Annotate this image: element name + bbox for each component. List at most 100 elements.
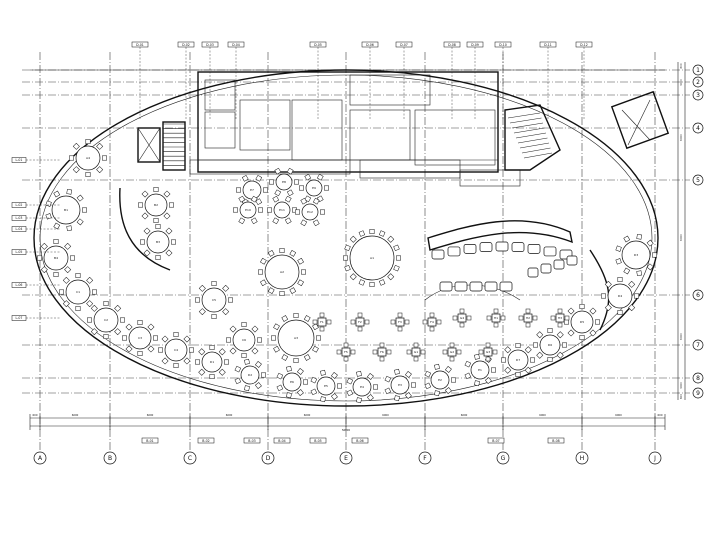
chair (301, 269, 306, 275)
chair (615, 245, 622, 252)
axis-label-col: C (188, 455, 192, 462)
chair (173, 332, 179, 337)
table-top (75, 145, 101, 171)
chair (397, 326, 403, 332)
top-tag-label: D-11 (544, 43, 552, 47)
chair (238, 217, 246, 225)
chair (518, 315, 524, 321)
chair (344, 244, 351, 252)
table-label: E7 (250, 188, 254, 192)
chair (330, 372, 338, 379)
bay-dimension: 600 (658, 413, 663, 417)
table-top (341, 347, 351, 357)
chair (557, 322, 563, 328)
booth-seat (499, 281, 513, 292)
chair (141, 212, 149, 220)
table-label: G3 (486, 350, 490, 354)
chair (646, 263, 654, 271)
table-top (427, 317, 437, 327)
chair (295, 209, 300, 215)
chair (452, 315, 458, 321)
axis-bubble-col (261, 451, 275, 465)
chair (424, 382, 432, 390)
square-table: G3 (478, 342, 498, 362)
chair (320, 396, 326, 403)
round-table: E9 (299, 173, 329, 203)
chair (198, 348, 206, 356)
chair (171, 239, 176, 245)
top-tag-label: D-06 (366, 43, 374, 47)
chair (636, 270, 643, 277)
left-tag-label: L-01 (16, 158, 23, 162)
chair (274, 167, 282, 175)
chair (478, 349, 484, 355)
table-top (128, 326, 152, 350)
chair (420, 349, 426, 355)
axis-label-row: 7 (696, 342, 700, 349)
left-tag-label: L-06 (16, 283, 23, 287)
table-top (411, 347, 421, 357)
bay-dimension: 6000 (147, 413, 154, 417)
booth-seat (527, 267, 539, 278)
bay-dimension: 6000 (226, 413, 233, 417)
chair (623, 235, 631, 243)
chair (53, 222, 61, 230)
chair (393, 244, 400, 252)
chair (86, 276, 94, 284)
left-tag-label: L-07 (16, 316, 23, 320)
chair (284, 217, 292, 225)
chair (320, 369, 326, 376)
square-table: H2 (518, 308, 538, 328)
round-table: C3 (122, 320, 158, 356)
chair (173, 363, 179, 368)
square-table: F5 (336, 342, 356, 362)
chair (413, 356, 419, 362)
chair (255, 198, 263, 206)
axis-label-col: G (501, 455, 506, 462)
chair (229, 347, 237, 355)
chair (85, 139, 91, 144)
chair (229, 325, 237, 333)
booth-seat (469, 281, 483, 292)
chair (37, 255, 42, 261)
chair (449, 356, 455, 362)
chair (434, 390, 440, 397)
chair (373, 384, 378, 390)
table-top (349, 235, 395, 281)
chair (562, 342, 567, 348)
chair (228, 297, 233, 303)
chair (429, 312, 435, 318)
axis-bubble-col (33, 451, 47, 465)
booth-seat (511, 242, 525, 252)
chair (276, 384, 284, 392)
chair (114, 304, 122, 312)
round-table: E7 (236, 174, 268, 206)
left-tag-label: L-04 (16, 227, 23, 231)
table-label: F2 (358, 320, 362, 324)
table-label: C2 (104, 318, 108, 322)
round-table: A1 (343, 229, 401, 287)
chair (304, 195, 312, 203)
chair (337, 383, 342, 389)
round-table: D5 (564, 304, 600, 340)
chair (198, 308, 206, 316)
axis-label-row: 5 (696, 177, 700, 184)
chair (211, 281, 217, 286)
chair (343, 342, 349, 348)
chair (218, 368, 226, 376)
round-table: A4 (69, 139, 107, 177)
bottom-tag (243, 437, 261, 444)
table-top (395, 317, 405, 327)
chair (211, 314, 217, 319)
chair (504, 346, 512, 354)
axis-bubble-row (692, 122, 704, 134)
chair (53, 272, 59, 277)
chair (493, 322, 499, 328)
table-label: F6 (380, 350, 384, 354)
round-table: E8 (269, 167, 299, 197)
chair (284, 195, 292, 203)
chair (466, 315, 472, 321)
square-table: F3 (390, 312, 410, 332)
chair (357, 326, 363, 332)
chair (358, 230, 366, 237)
